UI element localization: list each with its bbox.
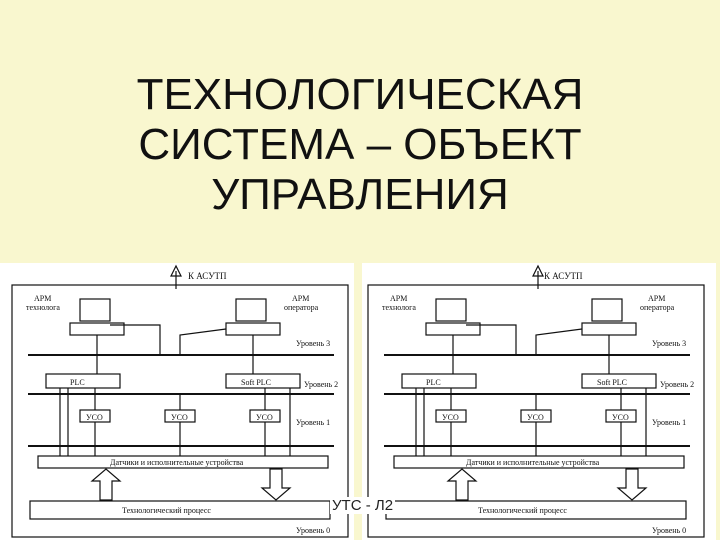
- level0-label: Уровень 0: [296, 526, 330, 535]
- up-arrow-icon: [170, 264, 182, 289]
- arm-technologist-label-2: технолога: [26, 303, 60, 312]
- diagram-left: К АСУТП АРМ технолога АРМ оператора Уров…: [0, 263, 354, 540]
- slide-footer: УТС - Л2: [330, 497, 396, 514]
- sensors-box: [37, 455, 329, 469]
- computer-technologist-icon: [79, 298, 111, 322]
- arm-operator-label-2: оператора: [640, 303, 675, 312]
- level0-label: Уровень 0: [652, 526, 686, 535]
- asutp-label: К АСУТП: [188, 271, 227, 281]
- uso-label-1: УСО: [442, 413, 459, 422]
- sensors-label: Датчики и исполнительные устройства: [110, 458, 244, 467]
- computer-operator-icon: [235, 298, 267, 322]
- level3-label: Уровень 3: [296, 339, 330, 348]
- computer-technologist-icon: [435, 298, 467, 322]
- process-label: Технологический процесс: [478, 506, 567, 515]
- sensors-label: Датчики и исполнительные устройства: [466, 458, 600, 467]
- soft-plc-label: Soft PLC: [597, 378, 627, 387]
- uso-label-1: УСО: [86, 413, 103, 422]
- title-line-2: СИСТЕМА – ОБЪЕКТ: [138, 120, 582, 169]
- uso-label-2: УСО: [171, 413, 188, 422]
- arm-operator-label-1: АРМ: [648, 294, 665, 303]
- level1-label: Уровень 1: [296, 418, 330, 427]
- process-up-arrow-icon: [90, 468, 122, 501]
- uso-label-3: УСО: [256, 413, 273, 422]
- computer-operator-icon: [591, 298, 623, 322]
- slide-title: ТЕХНОЛОГИЧЕСКАЯ СИСТЕМА – ОБЪЕКТ УПРАВЛЕ…: [60, 70, 660, 220]
- plc-box: [45, 373, 121, 389]
- diagram-frame: [11, 284, 349, 538]
- plc-label: PLC: [70, 378, 85, 387]
- plc-label: PLC: [426, 378, 441, 387]
- arm-operator-label-1: АРМ: [292, 294, 309, 303]
- soft-plc-box: [225, 373, 301, 389]
- diagram-right: К АСУТП АРМ технолога АРМ оператора Уров…: [362, 263, 716, 540]
- process-up-arrow-icon: [446, 468, 478, 501]
- diagram-frame: [367, 284, 705, 538]
- asutp-label: К АСУТП: [544, 271, 583, 281]
- level3-label: Уровень 3: [652, 339, 686, 348]
- process-label: Технологический процесс: [122, 506, 211, 515]
- arm-technologist-label-1: АРМ: [34, 294, 51, 303]
- title-line-1: ТЕХНОЛОГИЧЕСКАЯ: [136, 70, 584, 119]
- process-down-arrow-icon: [260, 468, 292, 501]
- plc-box: [401, 373, 477, 389]
- up-arrow-icon: [532, 264, 544, 289]
- level2-label: Уровень 2: [304, 380, 338, 389]
- arm-operator-label-2: оператора: [284, 303, 319, 312]
- level2-label: Уровень 2: [660, 380, 694, 389]
- arm-technologist-label-2: технолога: [382, 303, 416, 312]
- uso-label-2: УСО: [527, 413, 544, 422]
- level1-label: Уровень 1: [652, 418, 686, 427]
- uso-label-3: УСО: [612, 413, 629, 422]
- soft-plc-label: Soft PLC: [241, 378, 271, 387]
- control-levels-diagram: К АСУТП АРМ технолога АРМ оператора Уров…: [11, 264, 349, 538]
- title-line-3: УПРАВЛЕНИЯ: [211, 170, 509, 219]
- arm-technologist-label-1: АРМ: [390, 294, 407, 303]
- process-down-arrow-icon: [616, 468, 648, 501]
- soft-plc-box: [581, 373, 657, 389]
- sensors-box: [393, 455, 685, 469]
- control-levels-diagram-copy: К АСУТП АРМ технолога АРМ оператора Уров…: [367, 264, 705, 538]
